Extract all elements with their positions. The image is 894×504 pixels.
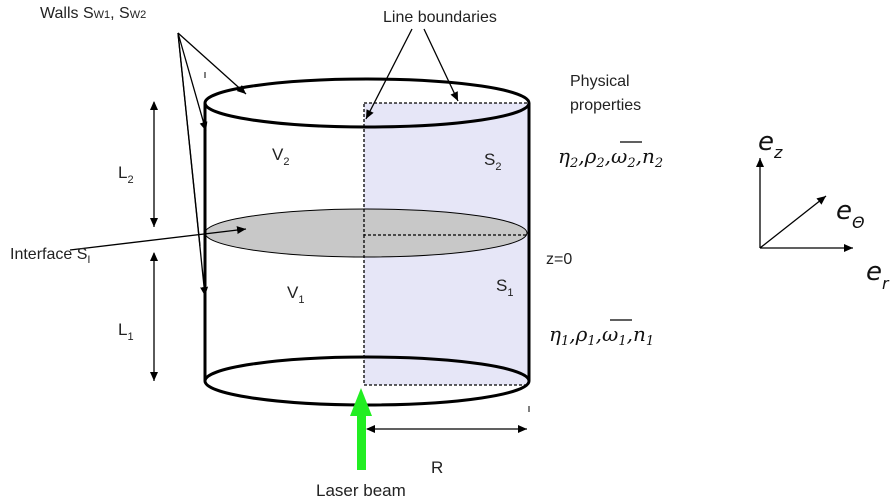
s1-label: S1 — [496, 276, 513, 299]
v1-label: V1 — [287, 283, 304, 306]
laser-beam-head — [350, 388, 372, 416]
axis-theta — [759, 195, 827, 249]
properties-lower: η1,ρ1,ω1,n1 — [549, 319, 654, 349]
properties-upper: η2,ρ2,ω2,n2 — [558, 141, 663, 171]
walls-arrow-4 — [177, 32, 201, 247]
shaded-section-lower — [364, 235, 529, 385]
laser-beam-label: Laser beam — [316, 481, 406, 500]
axis-label-theta: eΘ — [836, 196, 865, 232]
interface-arrow — [69, 226, 247, 251]
axis-label-z: ez — [758, 127, 783, 162]
axis-label-r: er — [866, 257, 890, 293]
v2-label: V2 — [272, 145, 289, 168]
interface-label: Interface SI — [10, 246, 90, 266]
walls-arrow-1 — [177, 32, 247, 95]
z0-label: z=0 — [546, 251, 572, 268]
r-label: R — [431, 458, 443, 477]
line-boundaries-arrow-2 — [423, 28, 459, 102]
physical-properties-label-1: Physical — [570, 73, 630, 90]
line-boundary-lower — [363, 235, 529, 386]
top-ellipse — [203, 77, 531, 129]
l1-label: L1 — [118, 320, 134, 343]
walls-label: Walls SW1, SW2 — [40, 5, 146, 22]
l2-label: L2 — [118, 163, 134, 186]
s2-label: S2 — [484, 150, 501, 173]
interface-ellipse — [204, 208, 528, 258]
physical-properties-label-2: properties — [570, 97, 641, 114]
line-boundaries-arrow-1 — [365, 28, 413, 120]
line-boundaries-label: Line boundaries — [383, 9, 497, 26]
svg-text:η1,ρ1,ω1,n1: η1,ρ1,ω1,n1 — [549, 322, 654, 349]
walls-arrow-2 — [177, 32, 208, 132]
svg-text:η2,ρ2,ω2,n2: η2,ρ2,ω2,n2 — [558, 144, 663, 171]
laser-beam-shaft — [357, 414, 366, 470]
